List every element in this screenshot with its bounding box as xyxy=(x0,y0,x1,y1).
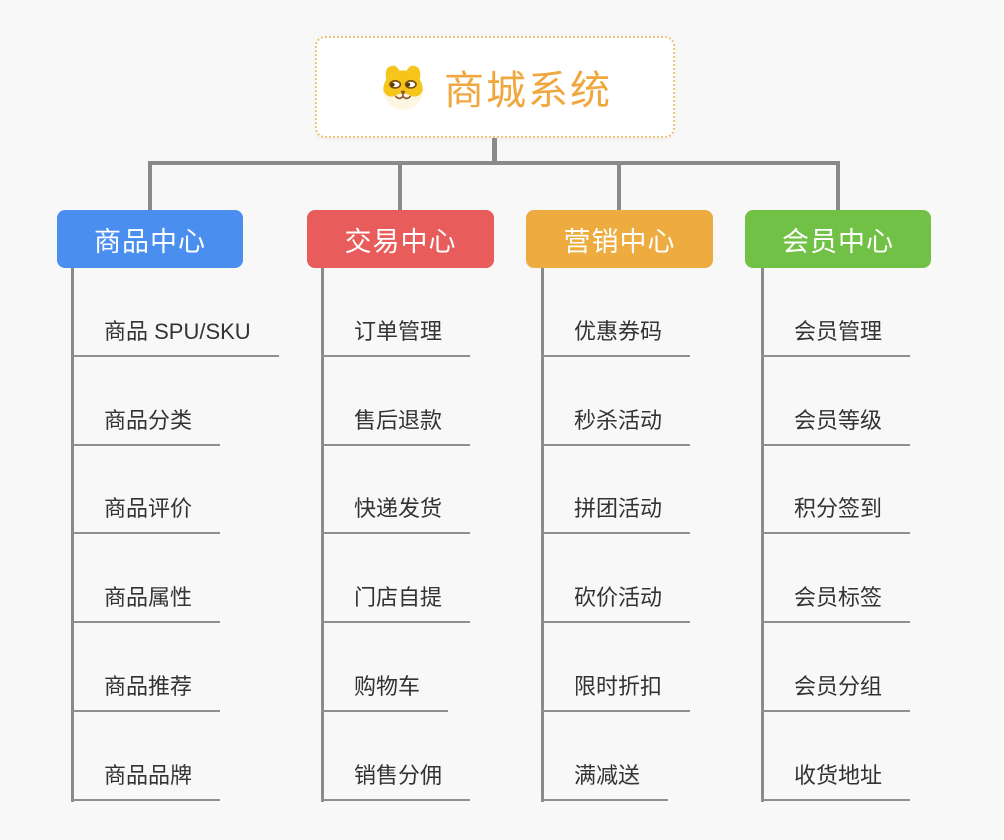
branch-trunk xyxy=(71,268,74,802)
leaf-node[interactable]: 商品推荐 xyxy=(71,669,221,712)
root-node[interactable]: 商城系统 xyxy=(315,36,675,138)
branch-items-marketing-center: 优惠券码 秒杀活动 拼团活动 砍价活动 限时折扣 满减送 xyxy=(541,268,781,801)
leaf-node[interactable]: 购物车 xyxy=(321,669,449,712)
leaf-node[interactable]: 快递发货 xyxy=(321,491,471,535)
leaf-node[interactable]: 销售分佣 xyxy=(321,758,471,801)
branch-node-marketing-center[interactable]: 营销中心 xyxy=(526,210,713,268)
shiba-dog-icon xyxy=(378,62,428,112)
leaf-node[interactable]: 限时折扣 xyxy=(541,669,691,712)
leaf-node[interactable]: 商品属性 xyxy=(71,580,221,624)
connector-drop xyxy=(617,161,621,210)
leaf-node[interactable]: 会员管理 xyxy=(761,314,911,357)
branch-trunk xyxy=(321,268,324,802)
leaf-node[interactable]: 砍价活动 xyxy=(541,580,691,624)
root-title: 商城系统 xyxy=(444,69,612,113)
branch-node-product-center[interactable]: 商品中心 xyxy=(57,210,243,268)
branch-node-member-center[interactable]: 会员中心 xyxy=(745,210,931,268)
leaf-node[interactable]: 会员等级 xyxy=(761,403,911,446)
connector-drop xyxy=(148,161,152,210)
connector-bus xyxy=(148,161,840,165)
leaf-node[interactable]: 会员分组 xyxy=(761,669,911,712)
leaf-node[interactable]: 积分签到 xyxy=(761,491,911,535)
leaf-node[interactable]: 门店自提 xyxy=(321,580,471,624)
branch-trunk xyxy=(761,268,764,802)
branch-items-product-center: 商品 SPU/SKU 商品分类 商品评价 商品属性 商品推荐 商品品牌 xyxy=(71,268,311,801)
leaf-node[interactable]: 订单管理 xyxy=(321,314,471,357)
leaf-node[interactable]: 满减送 xyxy=(541,758,669,801)
branch-items-trade-center: 订单管理 售后退款 快递发货 门店自提 购物车 销售分佣 xyxy=(321,268,561,801)
branch-trunk xyxy=(541,268,544,802)
leaf-node[interactable]: 售后退款 xyxy=(321,403,471,446)
connector-drop xyxy=(836,161,840,210)
branch-items-member-center: 会员管理 会员等级 积分签到 会员标签 会员分组 收货地址 xyxy=(761,268,1001,801)
leaf-node[interactable]: 收货地址 xyxy=(761,758,911,801)
leaf-node[interactable]: 商品评价 xyxy=(71,491,221,535)
branch-node-trade-center[interactable]: 交易中心 xyxy=(307,210,494,268)
leaf-node[interactable]: 秒杀活动 xyxy=(541,403,691,446)
leaf-node[interactable]: 商品 SPU/SKU xyxy=(71,314,279,357)
leaf-node[interactable]: 优惠券码 xyxy=(541,314,691,357)
leaf-node[interactable]: 会员标签 xyxy=(761,580,911,624)
leaf-node[interactable]: 商品分类 xyxy=(71,403,221,446)
leaf-node[interactable]: 商品品牌 xyxy=(71,758,221,801)
leaf-node[interactable]: 拼团活动 xyxy=(541,491,691,535)
connector-root-stub xyxy=(492,138,497,164)
connector-drop xyxy=(398,161,402,210)
